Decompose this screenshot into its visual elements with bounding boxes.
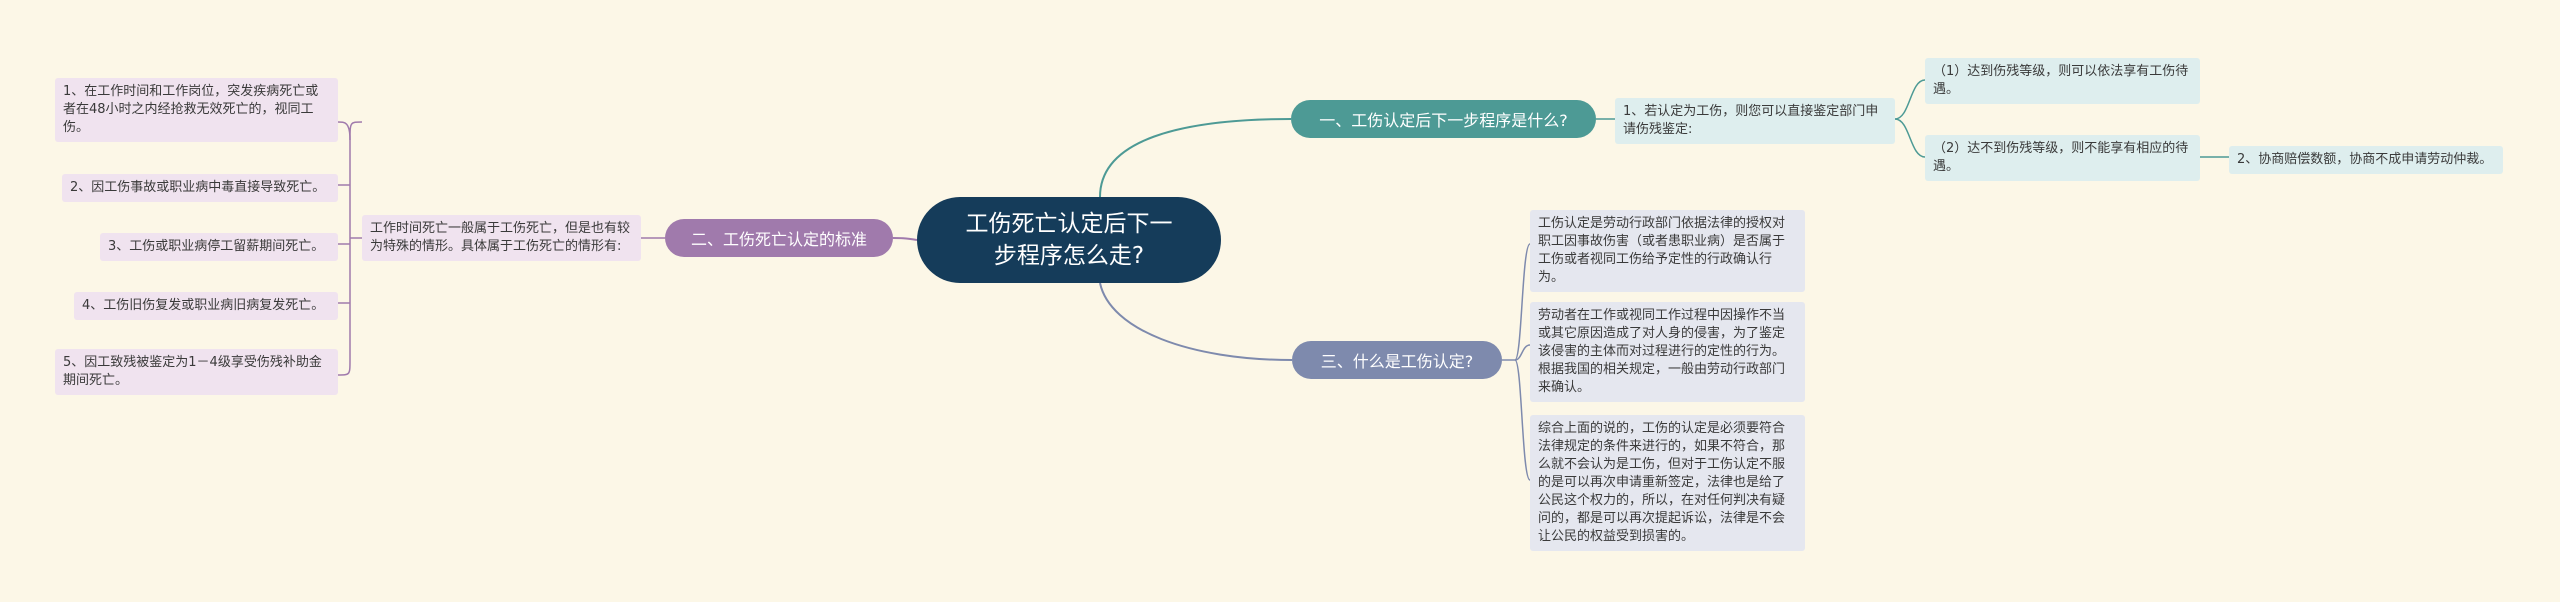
b2-sub-death-cases[interactable]: 工作时间死亡一般属于工伤死亡，但是也有较为特殊的情形。具体属于工伤死亡的情形有: bbox=[362, 215, 641, 261]
b1-sub-disability-appraisal[interactable]: 1、若认定为工伤，则您可以直接鉴定部门申请伤残鉴定: bbox=[1615, 98, 1895, 144]
link-b3-item3 bbox=[1514, 359, 1531, 481]
b2-item-disability-subsidy[interactable]: 5、因工致残被鉴定为1－4级享受伤残补助金期间死亡。 bbox=[55, 349, 338, 395]
link-root-branch2 bbox=[892, 237, 918, 241]
branch-death-criteria[interactable]: 二、工伤死亡认定的标准 bbox=[665, 219, 893, 257]
b1-option-not-qualified[interactable]: （2）达不到伤残等级，则不能享有相应的待遇。 bbox=[1925, 135, 2200, 181]
link-b2-bracket bbox=[337, 121, 363, 376]
branch-what-is-recognition[interactable]: 三、什么是工伤认定? bbox=[1292, 341, 1502, 379]
b1-option-qualified[interactable]: （1）达到伤残等级，则可以依法享有工伤待遇。 bbox=[1925, 58, 2200, 104]
link-root-branch1 bbox=[1099, 118, 1292, 198]
link-b1sub-opt2 bbox=[1894, 118, 1926, 158]
link-b2-item1 bbox=[337, 121, 351, 141]
branch-next-step-procedure[interactable]: 一、工伤认定后下一步程序是什么? bbox=[1291, 100, 1596, 138]
link-root-branch3 bbox=[1099, 282, 1293, 361]
root-topic[interactable]: 工伤死亡认定后下一步程序怎么走? bbox=[917, 197, 1221, 283]
b2-item-injury-recurrence[interactable]: 4、工伤旧伤复发或职业病旧病复发死亡。 bbox=[74, 292, 338, 320]
link-b3-item2 bbox=[1514, 344, 1531, 361]
b2-item-paid-leave-death[interactable]: 3、工伤或职业病停工留薪期间死亡。 bbox=[100, 233, 338, 261]
b3-item-summary[interactable]: 综合上面的说的，工伤的认定是必须要符合法律规定的条件来进行的，如果不符合，那么就… bbox=[1530, 415, 1805, 551]
b2-item-accident-poisoning[interactable]: 2、因工伤事故或职业病中毒直接导致死亡。 bbox=[62, 174, 338, 202]
link-b3-item1 bbox=[1514, 243, 1531, 361]
b3-item-explanation[interactable]: 劳动者在工作或视同工作过程中因操作不当或其它原因造成了对人身的侵害，为了鉴定该侵… bbox=[1530, 302, 1805, 402]
link-b1sub-opt1 bbox=[1894, 79, 1926, 120]
b3-item-definition[interactable]: 工伤认定是劳动行政部门依据法律的授权对职工因事故伤害（或者患职业病）是否属于工伤… bbox=[1530, 210, 1805, 292]
b1-negotiate-compensation[interactable]: 2、协商赔偿数额，协商不成申请劳动仲裁。 bbox=[2229, 146, 2503, 174]
b2-item-sudden-illness[interactable]: 1、在工作时间和工作岗位，突发疾病死亡或者在48小时之内经抢救无效死亡的，视同工… bbox=[55, 78, 338, 142]
